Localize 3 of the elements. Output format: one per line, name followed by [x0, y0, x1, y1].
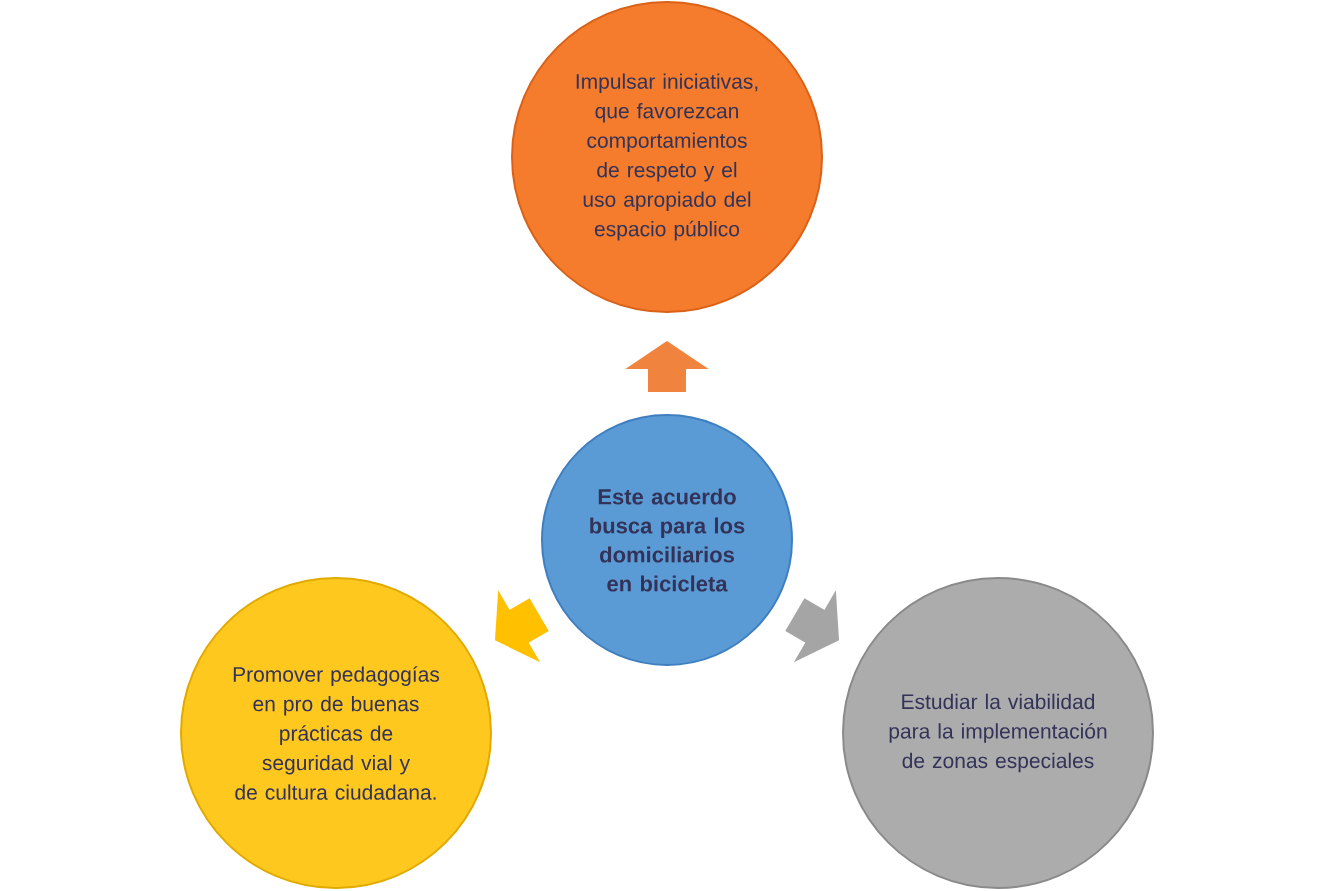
circle-node: Impulsar iniciativas, que favorezcan comportamientos de respeto y el uso apropiado del espacio público	[511, 1, 823, 313]
circle-node: Promover pedagogías en pro de buenas prácticas de seguridad vial y de cultura ciudadana.	[180, 577, 492, 889]
circle-node: Estudiar la viabilidad para la implementación de zonas especiales	[842, 577, 1154, 889]
